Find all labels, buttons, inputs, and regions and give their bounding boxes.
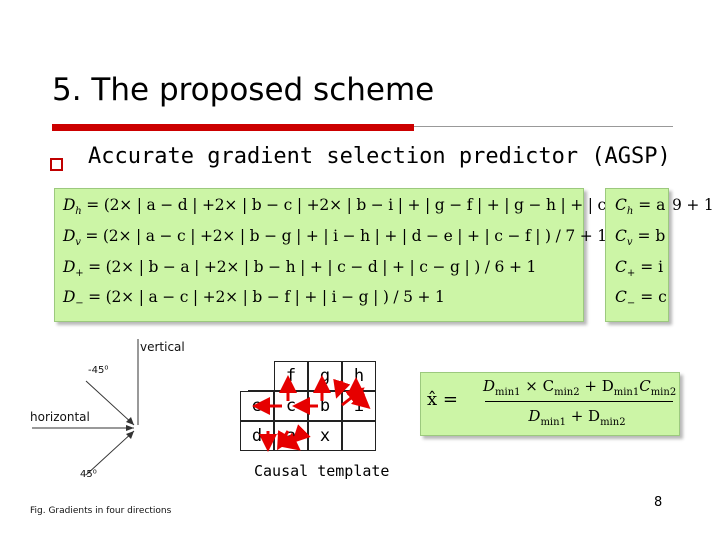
eq-symbol: D <box>63 258 76 276</box>
bullet-square-icon <box>50 158 63 171</box>
eq-subscript: h <box>75 206 82 218</box>
fraction-bar <box>485 401 673 402</box>
c-symbol: C <box>615 288 627 306</box>
eq-symbol: D <box>63 227 76 245</box>
arrow-a-diag-2 <box>277 431 301 451</box>
c-rhs: = i <box>640 258 664 276</box>
page-number: 8 <box>654 495 663 510</box>
gradient-directions-figure: vertical horizontal -45⁰ 45⁰ Fig. Gradie… <box>30 333 190 523</box>
grid-cell-empty-3 <box>342 421 376 451</box>
den-plus: + D <box>565 407 601 425</box>
diag-minus45-line <box>85 380 135 426</box>
den-d: D <box>528 407 541 425</box>
eq-subscript: v <box>75 237 81 249</box>
den-plus-sub: min2 <box>600 417 626 428</box>
c-symbol: C <box>615 196 627 214</box>
num-d: D <box>483 377 496 395</box>
prediction-lhs: x̂ = <box>427 389 458 410</box>
arrow-head-icon <box>126 425 134 431</box>
bullet-text: Accurate gradient selection predictor (A… <box>88 144 671 169</box>
arrow-head-icon <box>126 417 134 425</box>
arrow-head-icon <box>126 431 134 439</box>
eq-symbol: D <box>63 196 76 214</box>
title-underline-red <box>52 124 414 131</box>
angle-plus45-label: 45⁰ <box>80 469 97 480</box>
prediction-numerator: Dmin1 × Cmin2 + Dmin1Cmin2 <box>483 377 676 398</box>
prediction-denominator: Dmin1 + Dmin2 <box>483 407 671 428</box>
c-subscript: v <box>626 237 633 249</box>
c-subscript: − <box>626 298 636 310</box>
diag-plus45-line <box>85 430 135 476</box>
eq-symbol: D <box>63 288 76 306</box>
c-rhs: = a <box>638 196 666 214</box>
num-mid-sub: min2 <box>554 387 580 398</box>
vertical-label: vertical <box>140 340 185 354</box>
figure-caption: Fig. Gradients in four directions <box>30 506 172 516</box>
eq-rhs: = (2× | b − a | +2× | b − h | + | c − d … <box>88 258 537 276</box>
eq-rhs: = (2× | a − d | +2× | b − c | +2× | b − … <box>86 196 714 214</box>
direction-lines-svg <box>32 339 139 476</box>
c-symbol: C <box>615 227 627 245</box>
assignment-cv: Cv = b <box>615 227 665 248</box>
c-subscript: + <box>626 268 636 280</box>
gradient-arrows-svg <box>252 375 371 452</box>
num-mid: × C <box>520 377 555 395</box>
prediction-formula-box: x̂ = Dmin1 × Cmin2 + Dmin1Cmin2 Dmin1 + … <box>420 372 680 436</box>
c-symbol: C <box>615 258 627 276</box>
grid-cell-empty <box>248 361 282 391</box>
direction-assignments-box: Ch = a Cv = b C+ = i C− = c <box>605 188 669 322</box>
angle-minus45-label: -45⁰ <box>88 365 109 376</box>
c-rhs: = b <box>637 227 666 245</box>
num-c: C <box>639 377 651 395</box>
slide-title: 5. The proposed scheme <box>52 72 435 108</box>
assignment-ch: Ch = a <box>615 196 665 217</box>
num-plus: + D <box>579 377 614 395</box>
arrow-g-diag <box>333 378 351 399</box>
assignment-cminus: C− = c <box>615 288 667 309</box>
equation-dh: Dh = (2× | a − d | +2× | b − c | +2× | b… <box>63 196 714 217</box>
arrow-x-diag <box>291 424 311 444</box>
title-underline-gray <box>414 126 673 127</box>
grid-caption: Causal template <box>254 462 390 480</box>
num-c-sub: min2 <box>650 387 677 398</box>
num-plus-sub: min1 <box>613 387 640 398</box>
eq-subscript: + <box>75 268 84 280</box>
c-subscript: h <box>626 206 634 218</box>
c-rhs: = c <box>640 288 667 306</box>
assignment-cplus: C+ = i <box>615 258 663 279</box>
equation-dminus: D− = (2× | a − c | +2× | b − f | + | i −… <box>63 288 445 309</box>
equation-dplus: D+ = (2× | b − a | +2× | b − h | + | c −… <box>63 258 536 279</box>
gradient-equations-box: Dh = (2× | a − d | +2× | b − c | +2× | b… <box>54 188 714 322</box>
arrow-h-diag <box>349 389 371 409</box>
num-d-sub: min1 <box>495 387 521 398</box>
equation-dv: Dv = (2× | a − c | +2× | b − g | + | i −… <box>63 227 607 248</box>
eq-rhs: = (2× | a − c | +2× | b − g | + | i − h … <box>85 227 607 245</box>
horizontal-label: horizontal <box>30 410 90 424</box>
eq-rhs: = (2× | a − c | +2× | b − f | + | i − g … <box>88 288 445 306</box>
eq-subscript: − <box>75 298 84 310</box>
den-d-sub: min1 <box>540 417 566 428</box>
